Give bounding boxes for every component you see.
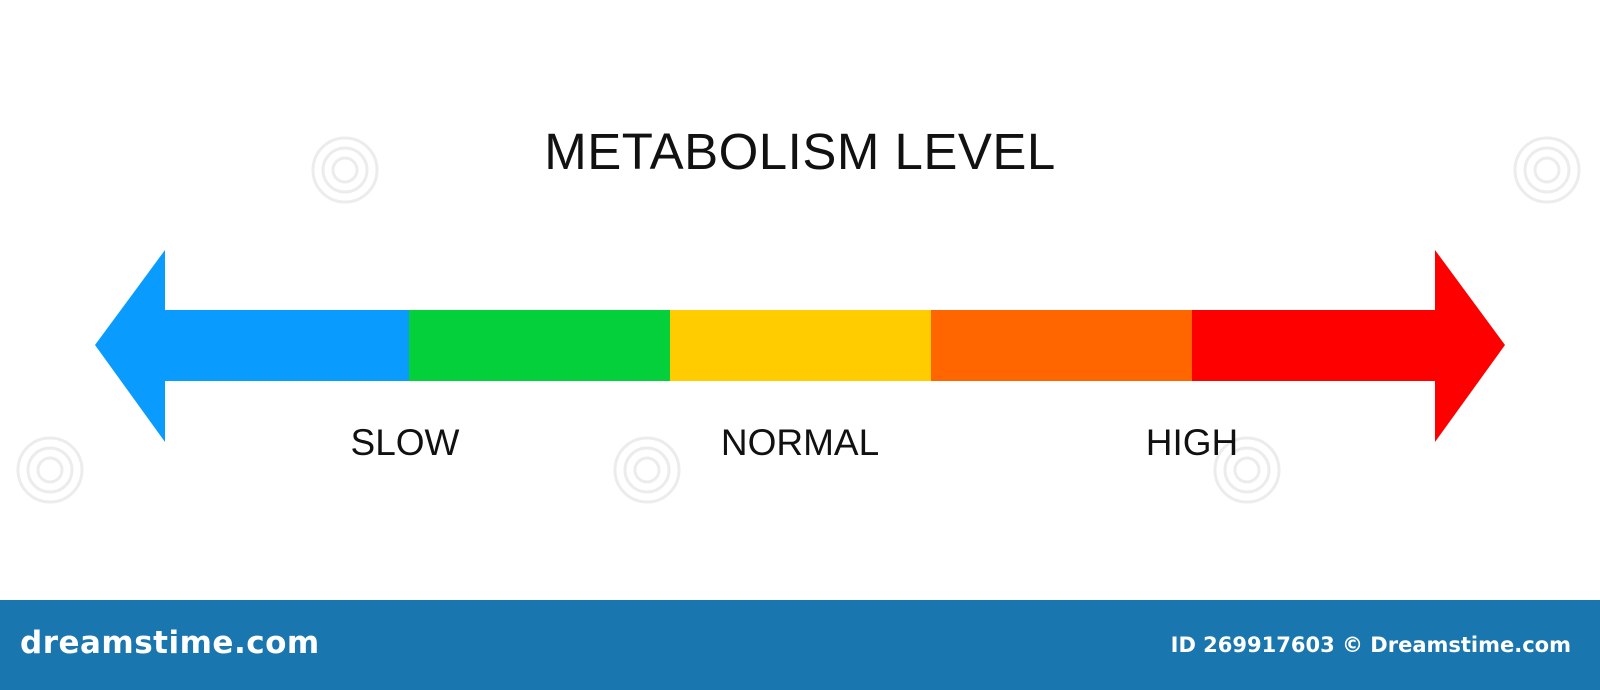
level-label-normal: NORMAL	[720, 422, 880, 463]
diagram-title: METABOLISM LEVEL	[544, 123, 1056, 180]
footer-bar: dreamstime.com ID 269917603 © Dreamstime…	[0, 600, 1600, 690]
level-label-slow: SLOW	[350, 422, 460, 463]
image-id-credit: ID 269917603 © Dreamstime.com	[1170, 633, 1571, 657]
metabolism-scale-arrow	[95, 250, 1505, 442]
brand-logo[interactable]: dreamstime.com	[20, 625, 320, 661]
scale-segment-normal	[670, 310, 931, 381]
level-label-high: HIGH	[1145, 422, 1239, 463]
scale-segment-high-right	[1192, 250, 1505, 442]
scale-segment-slow-left	[95, 250, 409, 442]
scale-segment-slow	[409, 310, 670, 381]
scale-segment-high	[931, 310, 1192, 381]
